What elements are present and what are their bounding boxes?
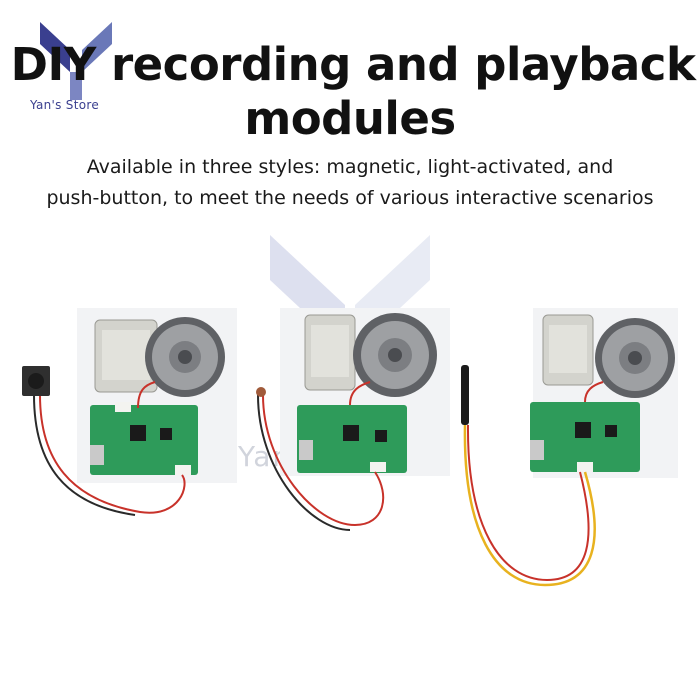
brand-logo-icon <box>40 22 112 100</box>
push-button-module-image <box>22 308 237 516</box>
light-activated-module-image <box>256 308 450 531</box>
magnetic-module-image <box>461 308 678 587</box>
page-title: DIY recording and playback modules <box>0 38 700 146</box>
subtitle-line-1: Available in three styles: magnetic, lig… <box>86 156 614 178</box>
subtitle-line-2: push-button, to meet the needs of variou… <box>46 187 654 209</box>
page-subtitle: Available in three styles: magnetic, lig… <box>20 152 680 214</box>
title-line-1: DIY recording and playback <box>10 38 696 91</box>
store-name: Yan's Store <box>30 98 100 112</box>
title-line-2: modules <box>244 92 456 145</box>
